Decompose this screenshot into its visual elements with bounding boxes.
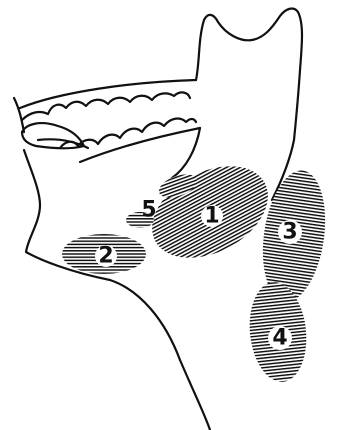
lip-outline [22,123,84,148]
region-1-label: 1 [204,204,219,229]
region-3-label: 3 [282,220,297,245]
lower-lip-outline [14,98,24,132]
region-4-label: 4 [272,326,287,351]
jaw-angle-outline [172,128,200,178]
upper-teeth-outline [22,92,190,120]
region-2-label: 2 [98,244,113,269]
region-5-label: 5 [141,198,156,223]
